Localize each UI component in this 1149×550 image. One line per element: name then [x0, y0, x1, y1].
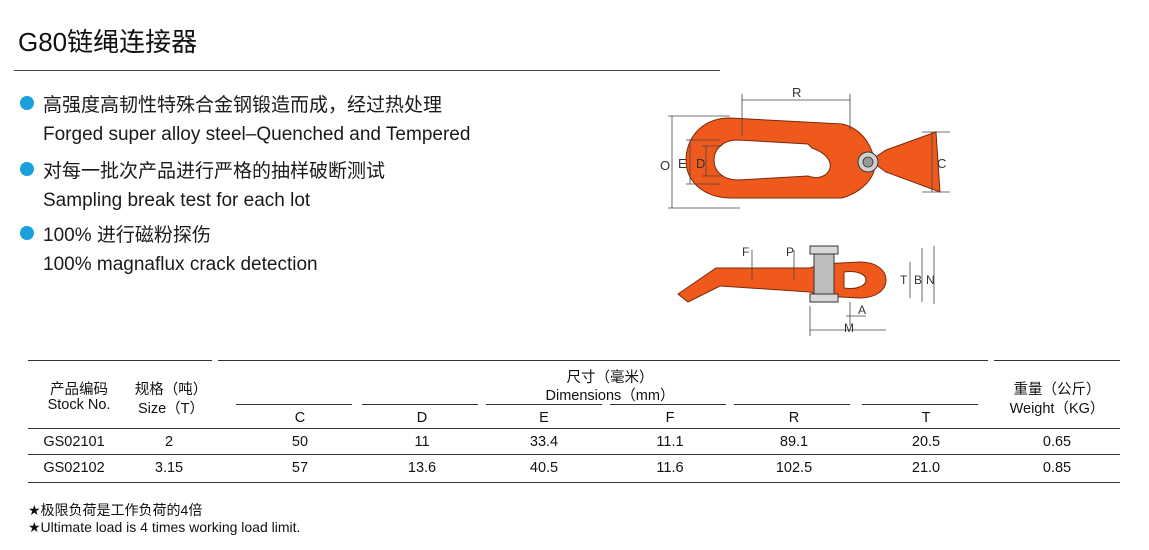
connector-diagram: R O E D C F P T B N A M: [660, 85, 950, 336]
header-stock-en: Stock No.: [47, 397, 111, 413]
header-stock-zh: 产品编码: [50, 382, 108, 398]
cell-f: 11.6: [656, 460, 684, 476]
bullet-icon: [20, 226, 34, 240]
feature-en: Forged super alloy steel–Quenched and Te…: [43, 124, 471, 145]
dim-label-n: N: [926, 273, 935, 287]
note-zh: ★极限负荷是工作负荷的4倍: [28, 502, 203, 518]
column-rule: [862, 404, 978, 405]
title-divider: [14, 70, 720, 71]
side-view: F P T B N A M: [677, 245, 935, 336]
dim-label-p: P: [786, 245, 794, 259]
table-rule-top: [28, 360, 212, 361]
cell-e: 33.4: [529, 434, 559, 450]
bullet-icon: [20, 162, 34, 176]
pin-washer-side: [809, 245, 839, 255]
cell-r: 89.1: [779, 434, 809, 450]
column-rule: [486, 404, 602, 405]
column-rule: [734, 404, 850, 405]
pin-body-side: [813, 249, 835, 301]
cell-t: 21.0: [911, 460, 941, 476]
note-en: ★Ultimate load is 4 times working load l…: [28, 519, 301, 535]
cell-f: 11.1: [656, 434, 684, 450]
header-rule-bottom: [28, 428, 1120, 429]
dim-label-r: R: [792, 85, 801, 100]
bullet-icon: [20, 96, 34, 110]
table-rule-top: [994, 360, 1120, 361]
header-weight-zh: 重量（公斤）: [1013, 382, 1101, 398]
cell-r: 102.5: [775, 460, 813, 476]
header-col-f: F: [665, 410, 675, 426]
row-rule: [28, 454, 1120, 455]
cell-weight: 0.85: [1042, 460, 1072, 476]
cell-e: 40.5: [529, 460, 559, 476]
feature-en: 100% magnaflux crack detection: [43, 254, 318, 275]
cell-t: 20.5: [911, 434, 941, 450]
dim-label-a: A: [858, 303, 866, 317]
header-col-t: T: [921, 410, 931, 426]
header-col-c: C: [294, 410, 306, 426]
cell-d: 11: [414, 434, 430, 450]
header-col-e: E: [539, 410, 549, 426]
dim-label-c: C: [937, 156, 946, 171]
pin-nut-side: [809, 293, 839, 303]
header-size-en: Size（T）: [137, 401, 205, 417]
dim-label-f: F: [742, 245, 749, 259]
dim-label-o: O: [660, 158, 670, 173]
feature-zh: 对每一批次产品进行严格的抽样破断测试: [43, 161, 386, 182]
table-rule-bottom: [28, 482, 1120, 483]
header-size-zh: 规格（吨）: [134, 382, 208, 398]
header-dim-zh: 尺寸（毫米）: [566, 370, 654, 386]
cell-stock: GS02101: [43, 434, 105, 450]
header-weight-en: Weight（KG）: [1009, 401, 1105, 417]
cell-size: 3.15: [154, 460, 184, 476]
cell-c: 57: [291, 460, 309, 476]
keyhole-slot: [713, 139, 831, 181]
pin-center: [862, 156, 874, 168]
cell-stock: GS02102: [43, 460, 105, 476]
column-rule: [362, 404, 478, 405]
cell-weight: 0.65: [1042, 434, 1072, 450]
feature-en: Sampling break test for each lot: [43, 190, 311, 211]
page-title: G80链绳连接器: [18, 27, 198, 57]
column-rule: [610, 404, 726, 405]
dim-label-m: M: [844, 321, 854, 335]
dim-label-b: B: [914, 273, 922, 287]
cell-size: 2: [164, 434, 174, 450]
header-dim-en: Dimensions（mm）: [545, 388, 675, 404]
dim-label-e: E: [678, 156, 687, 171]
column-rule: [236, 404, 352, 405]
table-rule-top: [218, 360, 988, 361]
header-col-d: D: [416, 410, 428, 426]
feature-zh: 100% 进行磁粉探伤: [43, 225, 211, 246]
cell-c: 50: [291, 434, 309, 450]
cell-d: 13.6: [407, 460, 437, 476]
feature-zh: 高强度高韧性特殊合金钢锻造而成，经过热处理: [43, 95, 443, 116]
top-view: R O E D C: [660, 85, 950, 209]
dim-label-d: D: [696, 156, 705, 171]
side-eye: [843, 271, 867, 289]
dim-label-t: T: [900, 273, 908, 287]
header-col-r: R: [788, 410, 800, 426]
